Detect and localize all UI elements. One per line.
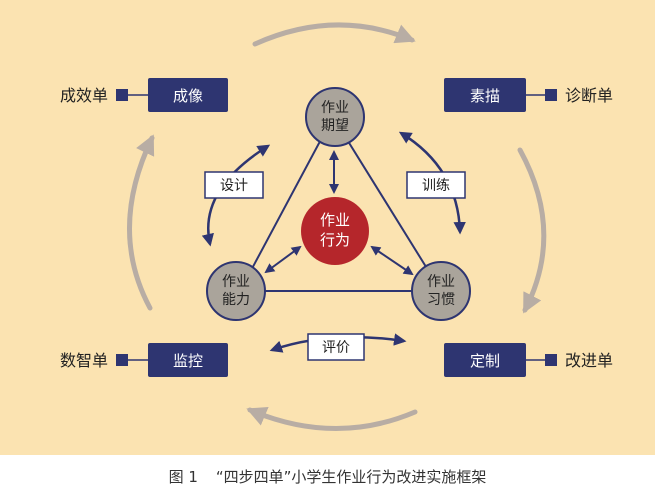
corner-box-imaging: 成像 [148, 78, 228, 112]
caption-text: “四步四单”小学生作业行为改进实施框架 [215, 468, 487, 486]
outer-label-data-sheet: 数智单 [60, 351, 108, 370]
corner-box-monitor: 监控 [148, 343, 228, 377]
node-habit: 作业 习惯 [411, 261, 471, 321]
figure-caption: 图 1 “四步四单”小学生作业行为改进实施框架 [0, 462, 655, 492]
caption-number: 图 1 [168, 468, 198, 486]
bullet-square-top-left [116, 89, 128, 101]
corner-box-sketch: 素描 [444, 78, 526, 112]
edge-label-train: 训练 [406, 171, 466, 199]
svg-text:作业: 作业 [222, 274, 250, 290]
corner-box-customize: 定制 [444, 343, 526, 377]
svg-text:成像: 成像 [173, 87, 203, 105]
outer-label-improve-sheet: 改进单 [565, 351, 613, 370]
svg-text:作业: 作业 [427, 274, 455, 290]
node-ability: 作业 能力 [206, 261, 266, 321]
outer-arc-left [127, 134, 155, 311]
svg-text:设计: 设计 [220, 178, 248, 194]
outer-label-diagnosis-sheet: 诊断单 [565, 86, 613, 105]
framework-diagram: 设计 训练 评价 作业 期望 作业 能力 作业 习惯 作业 行为 成像 素描 [0, 0, 655, 455]
svg-text:素描: 素描 [470, 87, 500, 105]
svg-text:作业: 作业 [321, 100, 349, 116]
outer-arc-right [517, 147, 547, 314]
bullet-square-top-right [545, 89, 557, 101]
svg-text:训练: 训练 [422, 178, 450, 194]
svg-text:作业: 作业 [320, 211, 350, 229]
bullet-square-bottom-left [116, 354, 128, 366]
edge-label-design: 设计 [204, 171, 264, 199]
svg-text:行为: 行为 [320, 231, 350, 249]
svg-text:评价: 评价 [322, 340, 350, 356]
edge-label-evaluate: 评价 [307, 333, 365, 361]
behavior-triangle [238, 114, 443, 292]
svg-text:习惯: 习惯 [427, 291, 455, 308]
outer-arc-bottom [246, 407, 418, 431]
arrow-center-right [370, 245, 414, 276]
svg-text:定制: 定制 [470, 352, 500, 370]
svg-text:能力: 能力 [222, 292, 250, 308]
outer-label-effect-sheet: 成效单 [60, 86, 108, 105]
node-behavior-center: 作业 行为 [301, 197, 369, 265]
svg-text:期望: 期望 [321, 118, 349, 134]
svg-text:监控: 监控 [173, 352, 203, 370]
outer-arc-top [252, 22, 416, 47]
node-expectation: 作业 期望 [305, 87, 365, 147]
arrow-center-left [264, 245, 302, 274]
bullet-square-bottom-right [545, 354, 557, 366]
